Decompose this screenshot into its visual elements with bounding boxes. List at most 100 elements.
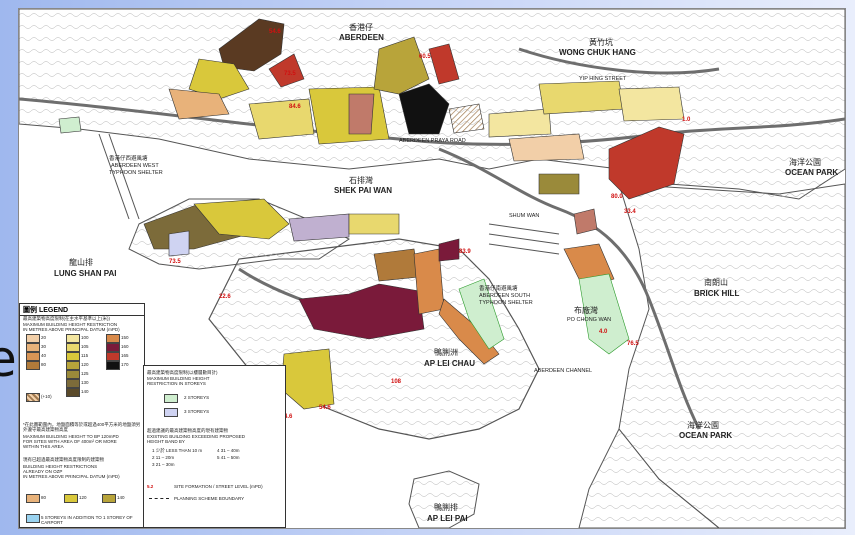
- place-label-aberdeen-south-shelter-en: ABERDEEN SOUTH: [479, 293, 531, 299]
- legend-swatch-label: 100: [81, 335, 89, 340]
- legend-hatched-swatch: [26, 393, 40, 402]
- place-label-shek-pai-wan-cn: 石排灣: [349, 176, 373, 185]
- legend-swatch: [106, 343, 120, 352]
- legend-swatch-label: 160: [121, 344, 129, 349]
- legend-heading-cn: 最高建築物高度限制(在主水平基準以上(米)): [23, 316, 110, 321]
- legend2-band-en1: EXISTING BUILDING EXCEEDING PROPOSED: [147, 434, 246, 439]
- legend-swatch-label: 165: [121, 353, 129, 358]
- place-label-shum-wan: SHUM WAN: [509, 213, 540, 219]
- legend2-boundary-label: PLANNING SCHEME BOUNDARY: [174, 496, 245, 501]
- legend-panel: 圖例 LEGEND 最高建築物高度限制(在主水平基準以上(米)) MAXIMUM…: [19, 303, 145, 528]
- legend2-band-item: 4 31 – 40m: [217, 448, 240, 453]
- height-label-h-14: 54.6: [319, 405, 331, 411]
- place-label-po-chong-wan-en: PO CHONG WAN: [567, 317, 612, 323]
- place-label-aberdeen-cn: 香港仔: [349, 23, 373, 32]
- height-label-h-7: 83.9: [459, 249, 471, 255]
- legend2-storey-label: 2 STOREYS: [184, 395, 210, 400]
- legend-note-en1: MAXIMUM BUILDING HEIGHT TO BP 120mPD: [23, 434, 119, 439]
- height-label-h-15: 4.6: [284, 414, 293, 420]
- legend2-band-item: 3 21 – 30m: [152, 462, 175, 467]
- height-label-h-11: 76.5: [627, 341, 639, 347]
- height-label-h-4: 60.5: [419, 54, 431, 60]
- place-label-ap-lei-pai-cn: 鴨脷排: [434, 503, 458, 512]
- legend-swatch: [106, 352, 120, 361]
- place-label-lung-shan-pai-cn: 龍山排: [69, 258, 93, 267]
- legend2-boundary-line: [149, 498, 169, 499]
- place-label-yip-hing-street: YIP HING STREET: [579, 76, 627, 82]
- legend2-band-cn: 超過建議的最高建築物高度的現有建築物: [147, 428, 228, 433]
- height-label-h-8: 80.0: [611, 194, 623, 200]
- place-label-ocean-park-bottom-en: OCEAN PARK: [679, 431, 733, 440]
- height-label-h-13: 108: [391, 379, 402, 385]
- legend-existing-swatch: [26, 494, 40, 503]
- place-label-ap-lei-chau-en: AP LEI CHAU: [424, 359, 475, 368]
- place-label-aberdeen-west-shelter-en: ABERDEEN WEST: [111, 163, 159, 169]
- height-label-h-10: 4.0: [599, 329, 608, 335]
- legend-existing-swatch-label: 120: [79, 495, 87, 500]
- legend-existing-en3: IN METRES ABOVE PRINCIPAL DATUM (mPD): [23, 474, 120, 479]
- height-zones: [58, 18, 685, 410]
- legend-swatch: [106, 361, 120, 370]
- height-label-h-2: 73.5: [284, 71, 296, 77]
- legend-swatch-label: 120: [81, 362, 89, 367]
- legend-heading-en1: MAXIMUM BUILDING HEIGHT RESTRICTION: [23, 322, 118, 327]
- place-label-brick-hill-cn: 南朗山: [704, 278, 728, 287]
- legend-swatch: [66, 352, 80, 361]
- legend-existing-en2: ALREADY ON OZP: [23, 469, 63, 474]
- legend2-storey-label: 3 STOREYS: [184, 409, 210, 414]
- place-label-typhoon-shelter-south: TYPHOON SHELTER: [479, 300, 533, 306]
- height-label-h-9: 33.4: [624, 209, 636, 215]
- legend-note-en3: WITHIN THIS AREA: [23, 444, 64, 449]
- legend-swatch: [26, 352, 40, 361]
- place-label-po-chong-wan-cn: 布廠灣: [574, 306, 598, 315]
- legend-note-cn: *在此圖範圍內，地盤面積等於或超過400平方米的地盤須另外遵守最高建築物高度: [23, 422, 141, 432]
- legend-swatch-label: 30: [41, 344, 47, 349]
- legend-swatch-label: 20: [41, 335, 47, 340]
- legend2-band-item: 5 41 – 50m: [217, 455, 240, 460]
- legend-swatch: [66, 343, 80, 352]
- hatched-zone: [448, 103, 485, 134]
- height-label-h-12: 1.0: [682, 117, 691, 123]
- legend-swatch: [66, 388, 80, 397]
- legend-carport-label: 5 STOREYS IN ADDITION TO 1 STOREY OF CAR…: [41, 515, 133, 525]
- legend2-band-item: 1 少於 LESS THAN 10 m: [152, 448, 203, 453]
- legend-existing-swatch-label: 80: [41, 495, 47, 500]
- place-label-ap-lei-chau-cn: 鴨脷洲: [434, 348, 458, 357]
- legend-existing-en1: BUILDING HEIGHT RESTRICTIONS: [23, 464, 98, 469]
- pier-lines: [98, 133, 560, 255]
- place-label-ocean-park-bottom-cn: 海洋公園: [687, 421, 719, 430]
- map-drawing: [19, 9, 845, 528]
- legend2-site-level-label: SITE FORMATION / STREET LEVEL (mPD): [174, 484, 263, 489]
- legend-existing-cn: 現有已超過最高建築物高度限制的建築物: [23, 457, 104, 462]
- legend-swatch: [26, 334, 40, 343]
- height-label-h-3: 84.6: [289, 104, 301, 110]
- legend-panel-secondary: 最高建築物高度限制(以樓層數目計) MAXIMUM BUILDING HEIGH…: [143, 365, 286, 528]
- ocean-park-peninsula: [578, 428, 720, 528]
- ap-lei-pai-islet: [408, 470, 480, 528]
- legend2-band-en2: HEIGHT BAND BY: [147, 439, 185, 444]
- legend2-site-level-value: 5.2: [147, 484, 154, 489]
- legend-existing-swatch: [102, 494, 116, 503]
- legend-carport-swatch: [26, 514, 40, 523]
- legend-swatch: [26, 343, 40, 352]
- legend-existing-swatch: [64, 494, 78, 503]
- legend-swatch-label: 105: [81, 344, 89, 349]
- legend-swatch: [26, 361, 40, 370]
- place-label-brick-hill-en: BRICK HILL: [694, 289, 740, 298]
- height-label-h-5: 73.5: [169, 259, 181, 265]
- legend-existing-swatch-label: 140: [117, 495, 125, 500]
- legend-swatch: [66, 370, 80, 379]
- height-label-h-1: 54.6: [269, 29, 281, 35]
- place-label-lung-shan-pai-en: LUNG SHAN PAI: [54, 269, 117, 278]
- legend2-heading-cn: 最高建築物高度限制(以樓層數目計): [147, 370, 218, 375]
- legend-swatch-label: 40: [41, 353, 47, 358]
- place-label-ocean-park-top-en: OCEAN PARK: [785, 168, 839, 177]
- legend-hatched-label: (+10): [41, 394, 52, 399]
- legend2-heading-en1: MAXIMUM BUILDING HEIGHT: [147, 376, 210, 381]
- place-label-aberdeen-en: ABERDEEN: [339, 33, 384, 42]
- legend-title: 圖例 LEGEND: [20, 304, 144, 316]
- legend2-storey-swatch: [164, 408, 178, 417]
- legend2-storey-swatch: [164, 394, 178, 403]
- place-label-ap-lei-pai-en: AP LEI PAI: [427, 514, 468, 523]
